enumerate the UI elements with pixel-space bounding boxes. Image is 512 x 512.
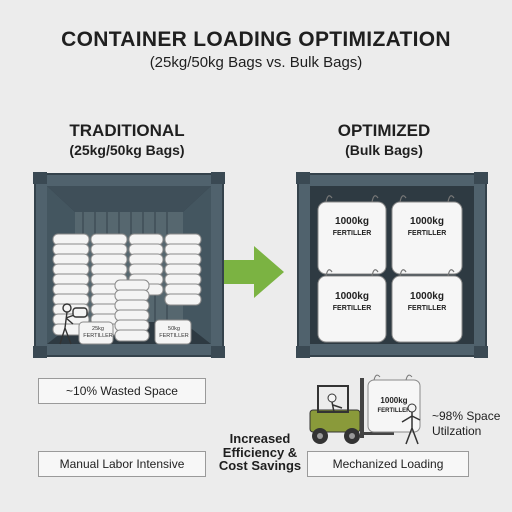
optimized-subtitle: (Bulk Bags): [345, 142, 423, 158]
optimized-title: OPTIMIZED: [337, 121, 431, 140]
traditional-container: [33, 172, 225, 358]
bulk-bag-3: [317, 275, 387, 343]
page-subtitle: (25kg/50kg Bags vs. Bulk Bags): [149, 54, 363, 71]
bulk-bag-4: [391, 275, 463, 343]
worker-icon: [401, 403, 421, 445]
bulk-bag-2: [391, 201, 463, 275]
right-arrow-icon: [224, 246, 284, 298]
mechanized-loading-box: Mechanized Loading: [307, 451, 469, 477]
space-utilization-note: ~98% Space Utilzation: [432, 409, 501, 438]
manual-labor-box: Manual Labor Intensive: [38, 451, 206, 477]
traditional-title: TRADITIONAL: [69, 121, 185, 140]
efficiency-note: Increased Efficiency & Cost Savings: [218, 431, 302, 474]
optimized-container: [296, 172, 488, 358]
wasted-space-box: ~10% Wasted Space: [38, 378, 206, 404]
bag-label-50kg: 50kg FERTILLER: [159, 326, 189, 339]
page-title: CONTAINER LOADING OPTIMIZATION: [61, 28, 451, 51]
traditional-subtitle: (25kg/50kg Bags): [69, 142, 185, 158]
bag-label-25kg: 25kg FERTILLER: [83, 326, 113, 339]
bulk-bag-1: [317, 201, 387, 275]
